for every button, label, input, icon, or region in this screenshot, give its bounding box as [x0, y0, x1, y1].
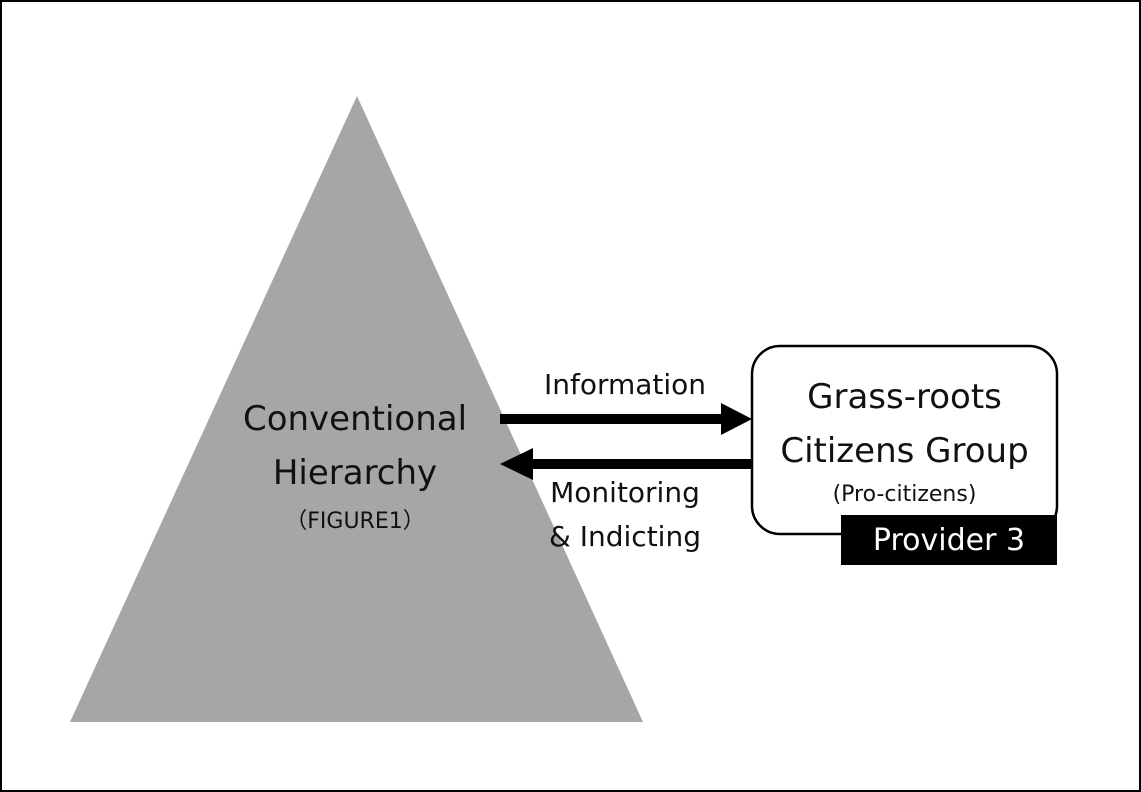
monitoring-label-line2: & Indicting [549, 520, 701, 553]
provider-tag: Provider 3 [841, 515, 1057, 565]
group-title-line2: Citizens Group [780, 431, 1029, 471]
provider-tag-label: Provider 3 [872, 522, 1026, 558]
group-subtitle: (Pro-citizens) [832, 482, 977, 507]
monitoring-label-line1: Monitoring [550, 476, 700, 509]
hierarchy-triangle [70, 96, 643, 722]
monitoring-arrow [500, 448, 752, 480]
information-label: Information [543, 368, 707, 401]
hierarchy-title-line1: Conventional [242, 399, 468, 439]
information-arrow [500, 403, 752, 435]
hierarchy-subtitle: （FIGURE1） [285, 509, 425, 534]
group-title-line1: Grass-roots [807, 377, 1002, 417]
hierarchy-title-line2: Hierarchy [272, 453, 438, 493]
